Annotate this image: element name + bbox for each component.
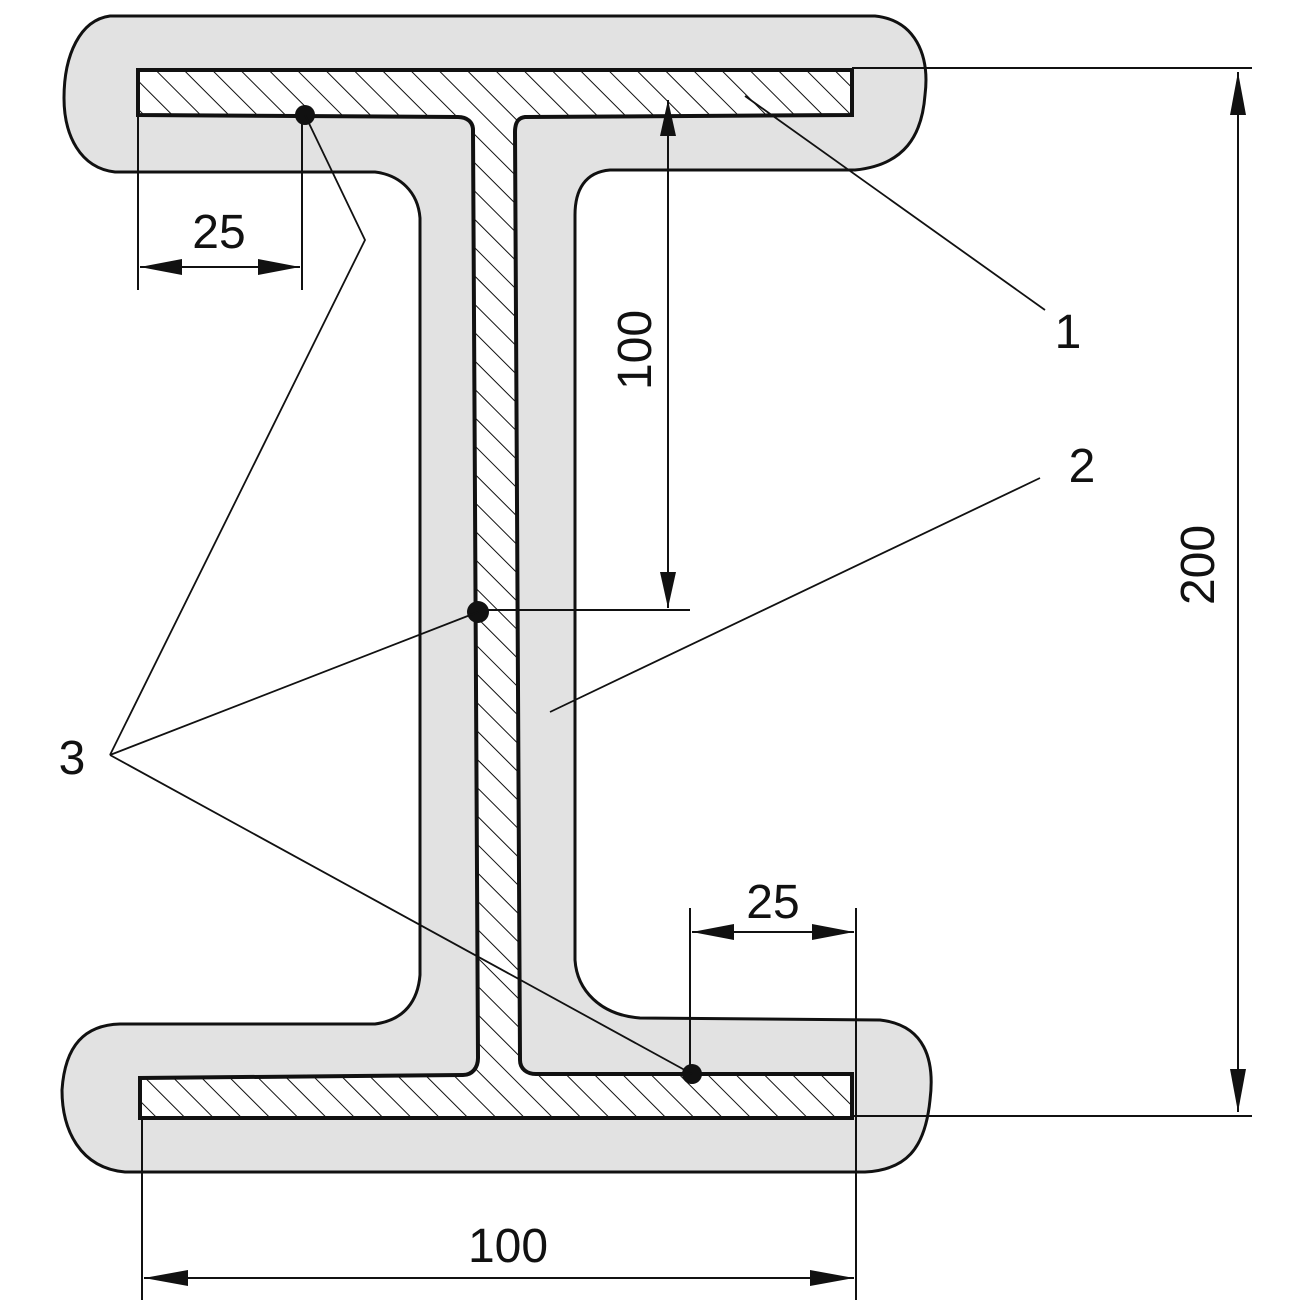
dimension-total-height-label: 200 <box>1172 525 1225 605</box>
dimension-bottom-offset-label: 25 <box>746 876 799 929</box>
leader-line-3-top <box>109 114 367 756</box>
callout-label-2: 2 <box>1069 440 1096 493</box>
dimension-half-height-label: 100 <box>609 310 662 390</box>
steel-i-beam <box>136 68 854 1120</box>
dimension-top-offset <box>140 259 300 275</box>
callout-label-3: 3 <box>59 732 86 785</box>
dimension-half-height <box>660 100 676 608</box>
callout-label-1: 1 <box>1055 306 1082 359</box>
leader-line-2 <box>549 477 1041 713</box>
dimension-total-height <box>1230 72 1246 1112</box>
leader-line-1 <box>744 95 1046 311</box>
dimension-flange-width <box>144 1270 854 1286</box>
dimension-bottom-offset <box>692 924 854 940</box>
dimension-top-offset-label: 25 <box>192 206 245 259</box>
leader-line-3-bottom <box>109 754 693 1075</box>
leader-line-3-middle <box>109 611 479 756</box>
dimension-flange-width-label: 100 <box>468 1220 548 1273</box>
